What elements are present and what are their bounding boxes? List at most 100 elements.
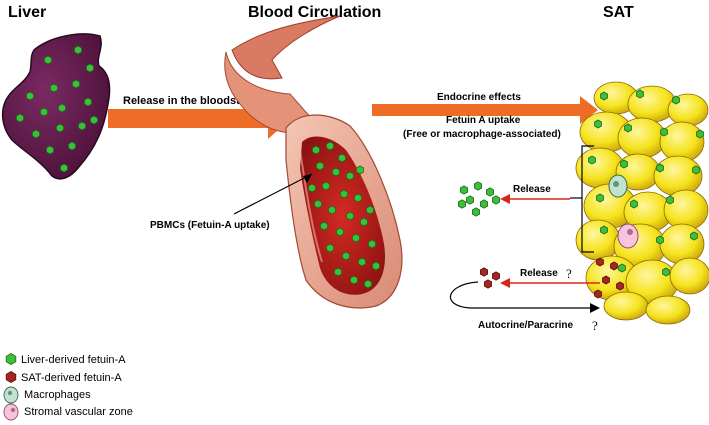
released-green-hexagon: [471, 207, 481, 217]
autocrine-label: Autocrine/Paracrine: [478, 320, 573, 331]
vessel-fetuin-hexagon: [334, 267, 342, 277]
sat-fetuin-hexagon: [630, 199, 638, 209]
sat-fetuin-hexagon: [672, 95, 680, 105]
sat-fetuin-hexagon: [600, 91, 608, 101]
vessel-fetuin-hexagon: [354, 193, 362, 203]
autocrine-loop-head: [590, 303, 600, 313]
liver-fetuin-hexagon: [26, 91, 34, 101]
pbmc-pointer: [233, 173, 313, 215]
legend-item-stromal: Stromal vascular zone: [3, 403, 133, 421]
liver-fetuin-hexagon: [90, 115, 98, 125]
liver-fetuin-hexagon: [32, 129, 40, 139]
adipocyte: [617, 117, 667, 159]
liver-header: Liver: [8, 4, 46, 21]
legend-text-sat-fetuin: SAT-derived fetuin-A: [21, 372, 122, 384]
release-question-mark: ?: [566, 266, 572, 281]
legend-text-stromal: Stromal vascular zone: [24, 406, 133, 418]
release-bloodstream-label: Release in the bloodstream: [123, 95, 266, 107]
vessel-fetuin-hexagon: [322, 181, 330, 191]
liver-fetuin-hexagon: [86, 63, 94, 73]
endocrine-label: Endocrine effects: [437, 92, 521, 103]
vessel-fetuin-hexagon: [336, 227, 344, 237]
vessel-fetuin-hexagon: [346, 211, 354, 221]
liver-fetuin-hexagon: [40, 107, 48, 117]
autocrine-loop-arrow: [450, 281, 592, 309]
liver-fetuin-hexagon: [46, 145, 54, 155]
vessel-fetuin-hexagon: [352, 233, 360, 243]
arrow-release-bloodstream: [108, 97, 292, 139]
legend-text-macrophages: Macrophages: [24, 389, 91, 401]
red-hexagon-icon: [5, 371, 17, 383]
adipocyte: [653, 155, 703, 197]
released-green-hexagon: [485, 187, 495, 197]
sat-fetuin-hexagon: [600, 225, 608, 235]
vessel-fetuin-hexagon: [338, 153, 346, 163]
released-green-hexagon: [457, 199, 467, 209]
sat-fetuin-hexagon: [666, 195, 674, 205]
sat-fetuin-hexagon: [636, 89, 644, 99]
adipocyte: [659, 223, 705, 265]
sat-fetuin-hexagon: [662, 267, 670, 277]
sat-fetuin-hexagon: [656, 163, 664, 173]
sat-fetuin-hexagon: [588, 155, 596, 165]
vessel-fetuin-hexagon: [342, 251, 350, 261]
adipocyte: [603, 291, 649, 321]
sat-derived-fetuin-hexagon: [616, 281, 624, 291]
release-label-1: Release: [513, 184, 551, 195]
blood-vessel: [224, 15, 403, 309]
blood-circulation-header: Blood Circulation: [248, 4, 381, 21]
released-green-hexagon: [473, 181, 483, 191]
liver-fetuin-hexagon: [56, 123, 64, 133]
sat-derived-fetuin-hexagon: [610, 261, 618, 271]
sat-fetuin-hexagon: [596, 193, 604, 203]
vessel-fetuin-hexagon: [340, 189, 348, 199]
liver-fetuin-hexagon: [74, 45, 82, 55]
adipocyte: [627, 85, 677, 123]
fetuin-uptake-detail-label: (Free or macrophage-associated): [403, 129, 561, 140]
adipocyte: [669, 257, 709, 295]
sat-header: SAT: [603, 4, 634, 21]
fetuin-uptake-label: Fetuin A uptake: [446, 115, 521, 126]
sat-fetuin-hexagon: [692, 165, 700, 175]
liver-fetuin-hexagon: [60, 163, 68, 173]
sat-fetuin-hexagon: [690, 231, 698, 241]
released-green-fetuin: [457, 181, 501, 217]
sat-adipose-tissue: [575, 81, 709, 325]
liver-fetuin-hexagon: [72, 79, 80, 89]
sat-fetuin-hexagon: [594, 119, 602, 129]
sat-bracket: [581, 145, 594, 253]
legend-item-sat-fetuin: SAT-derived fetuin-A: [5, 371, 122, 384]
stromal-cell-icon: [3, 403, 19, 421]
sat-stromal-cell: [617, 223, 639, 249]
vessel-fetuin-hexagon: [326, 141, 334, 151]
green-hexagon-icon: [5, 353, 17, 365]
autocrine-question-mark: ?: [592, 318, 598, 333]
released-green-hexagon: [465, 195, 475, 205]
released-green-hexagon: [479, 199, 489, 209]
vessel-fetuin-hexagon: [312, 145, 320, 155]
sat-fetuin-hexagon: [660, 127, 668, 137]
vessel-fetuin-hexagon: [326, 243, 334, 253]
pbmc-pointer-head: [303, 174, 312, 183]
macrophage-icon: [3, 386, 19, 404]
sat-fetuin-hexagon: [618, 263, 626, 273]
vessel-fetuin-hexagon: [372, 261, 380, 271]
liver-fetuin-hexagon: [58, 103, 66, 113]
vessel-fetuin-hexagon: [360, 217, 368, 227]
released-green-hexagon: [491, 195, 501, 205]
arrow-endocrine: [372, 96, 598, 124]
liver-fetuin-hexagon: [50, 83, 58, 93]
vessel-fetuin-hexagon: [364, 279, 372, 289]
released-red-hexagon: [479, 267, 489, 277]
sat-fetuin-hexagon: [656, 235, 664, 245]
liver-fetuin-hexagon: [16, 113, 24, 123]
sat-fetuin-hexagon: [624, 123, 632, 133]
vessel-fetuin-hexagon: [332, 167, 340, 177]
vessel-fetuin-hexagon: [368, 239, 376, 249]
legend-item-liver-fetuin: Liver-derived fetuin-A: [5, 353, 126, 366]
sat-macrophage: [608, 174, 628, 198]
released-green-hexagon: [459, 185, 469, 195]
vessel-fetuin-hexagon: [356, 165, 364, 175]
release-label-2: Release: [520, 268, 558, 279]
